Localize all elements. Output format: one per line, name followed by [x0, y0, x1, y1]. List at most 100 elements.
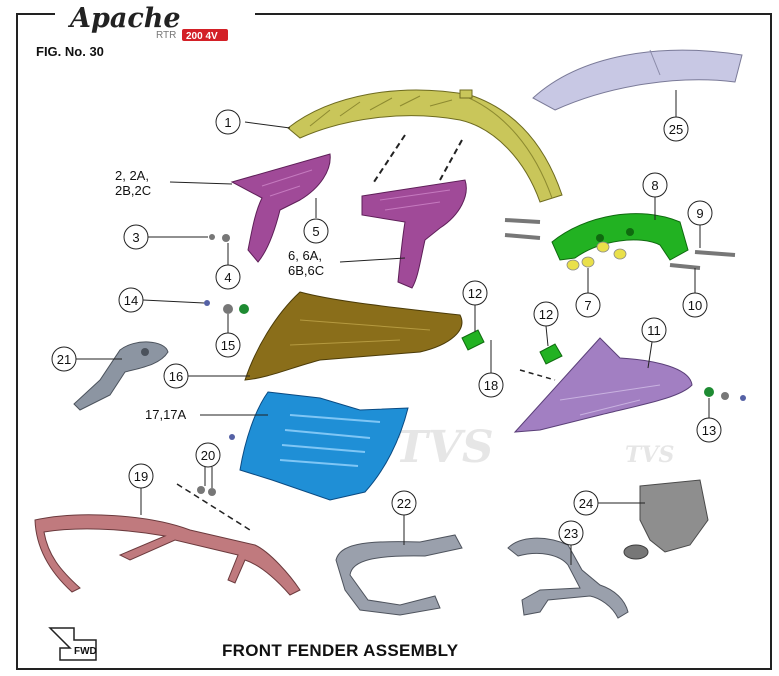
callout-circle — [163, 363, 189, 389]
callout-number: 1 — [224, 115, 231, 130]
screw — [204, 300, 210, 306]
callout-circle — [573, 490, 599, 516]
callout-number: 20 — [201, 448, 215, 463]
bolt — [504, 218, 541, 224]
grommet — [613, 248, 627, 260]
callout-number: 9 — [696, 206, 703, 221]
callout-text: 6, 6A, — [288, 248, 322, 263]
assembly-line — [176, 483, 251, 531]
assembly-title: FRONT FENDER ASSEMBLY — [222, 641, 459, 660]
callout-number: 5 — [312, 224, 319, 239]
leader-line — [647, 341, 653, 369]
headlamp-cowl-part — [244, 291, 463, 381]
assembly-line — [439, 139, 463, 181]
mount-foot — [623, 544, 649, 560]
callout-number: 24 — [579, 496, 593, 511]
bolt — [504, 233, 541, 240]
grommet — [566, 259, 580, 271]
side-panel-left-part — [230, 153, 331, 263]
callout-circle — [478, 372, 504, 398]
callout-circle — [682, 292, 708, 318]
logo-model: 200 4V — [186, 31, 218, 42]
callout-circle — [303, 218, 329, 244]
side-bracket-hole — [141, 348, 149, 356]
fender-tab — [459, 89, 473, 99]
leader-line — [142, 299, 205, 304]
callout-number: 21 — [57, 352, 71, 367]
bracket-hole — [596, 234, 604, 242]
leader-line — [339, 257, 406, 263]
callout-number: 19 — [134, 469, 148, 484]
grommet — [581, 256, 595, 268]
bolt — [694, 250, 736, 257]
side-cover-right-part — [513, 337, 693, 433]
callout-number: 22 — [397, 496, 411, 511]
bracket-hole — [626, 228, 634, 236]
callout-text: 2, 2A, — [115, 168, 149, 183]
leader-line — [169, 181, 233, 185]
front-fender-ribs — [309, 95, 453, 127]
mounting-bracket-part — [639, 479, 709, 553]
fender-cover-detail — [649, 49, 661, 76]
side-panel-left-detail — [261, 169, 313, 197]
callout-text: 2B,2C — [115, 183, 151, 198]
nut — [721, 392, 729, 400]
callout-circle — [118, 287, 144, 313]
clip — [461, 329, 485, 351]
bolt — [669, 263, 701, 270]
nut — [704, 387, 714, 397]
side-panel-right-detail — [379, 189, 451, 211]
callout-number: 3 — [132, 230, 139, 245]
callout-number: 13 — [702, 423, 716, 438]
side-cover-right-detail — [559, 384, 661, 416]
watermark: TVS — [625, 442, 674, 468]
front-crash-guard-part — [34, 514, 301, 596]
callout-circle — [215, 109, 241, 135]
side-panel-right-part — [361, 179, 467, 289]
callout-number: 8 — [651, 178, 658, 193]
callout-circle — [663, 116, 689, 142]
callout-number: 23 — [564, 526, 578, 541]
leader-line — [545, 325, 549, 347]
callout-circle — [123, 224, 149, 250]
border — [16, 13, 772, 670]
callout-circle — [558, 520, 584, 546]
callout-circle — [195, 442, 221, 468]
callout-circle — [642, 172, 668, 198]
callout-circle — [641, 317, 667, 343]
leader-line — [244, 121, 291, 129]
assembly-line — [519, 369, 556, 381]
clip — [539, 343, 563, 365]
callout-number: 12 — [468, 286, 482, 301]
assembly-line — [371, 134, 406, 186]
headlamp-cowl-detail — [289, 319, 431, 346]
front-fender-part — [287, 89, 563, 203]
callout-circle — [51, 346, 77, 372]
callout-circle — [215, 264, 241, 290]
logo-sub: RTR — [156, 30, 176, 41]
side-bracket-part — [73, 341, 169, 411]
callout-circle — [575, 292, 601, 318]
front-fender-rib-outer — [461, 94, 553, 199]
callout-number: 10 — [688, 298, 702, 313]
front-grille-slats — [279, 414, 381, 467]
callout-circle — [533, 301, 559, 327]
callout-number: 4 — [224, 270, 231, 285]
callout-circle — [215, 332, 241, 358]
callout-number: 15 — [221, 338, 235, 353]
fender-bracket-part — [551, 213, 689, 261]
screw — [740, 395, 746, 401]
callout-circle — [128, 463, 154, 489]
logo-badge — [182, 29, 228, 41]
callout-number: 7 — [584, 298, 591, 313]
callout-text: 6B,6C — [288, 263, 324, 278]
callout-circle — [391, 490, 417, 516]
callout-number: 25 — [669, 122, 683, 137]
callout-number: 14 — [124, 293, 138, 308]
callout-number: 18 — [484, 378, 498, 393]
fwd-arrow-icon — [48, 627, 97, 661]
screw — [208, 488, 216, 496]
grab-rail-left-part — [335, 534, 463, 616]
callout-circle — [687, 200, 713, 226]
